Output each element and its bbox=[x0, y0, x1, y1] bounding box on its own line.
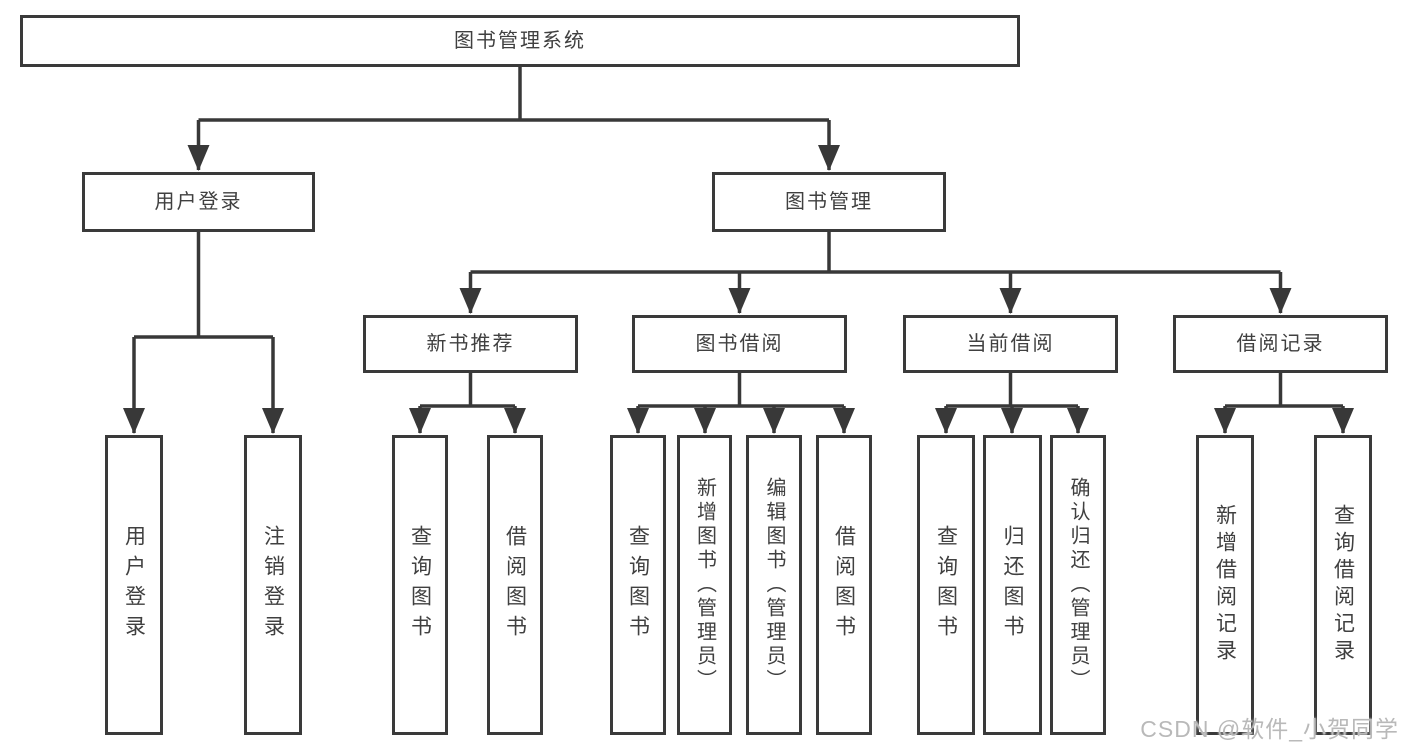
leaf-user-login: 用户登录 bbox=[105, 435, 163, 735]
leaf-borrow-books-recommend: 借阅图书 bbox=[487, 435, 543, 735]
leaf-confirm-return-admin: 确认归还（管理员） bbox=[1050, 435, 1106, 735]
leaf-query-borrow-record: 查询借阅记录 bbox=[1314, 435, 1372, 735]
leaf-borrow-books-borrowing: 借阅图书 bbox=[816, 435, 872, 735]
node-book-management: 图书管理 bbox=[712, 172, 946, 232]
node-borrowing-records: 借阅记录 bbox=[1173, 315, 1388, 373]
leaf-logout: 注销登录 bbox=[244, 435, 302, 735]
wire-book-management bbox=[459, 232, 1292, 314]
node-user-login: 用户登录 bbox=[82, 172, 315, 232]
leaf-query-books-recommend: 查询图书 bbox=[392, 435, 448, 735]
node-new-book-recommend: 新书推荐 bbox=[363, 315, 578, 373]
node-library-management-system: 图书管理系统 bbox=[20, 15, 1020, 67]
leaf-return-books: 归还图书 bbox=[983, 435, 1042, 735]
wire-book-borrowing bbox=[627, 373, 855, 434]
leaf-add-borrow-record: 新增借阅记录 bbox=[1196, 435, 1254, 735]
node-current-borrowing: 当前借阅 bbox=[903, 315, 1118, 373]
wire-root bbox=[187, 67, 840, 171]
wire-borrowing-records bbox=[1214, 373, 1354, 434]
wire-current-borrowing bbox=[935, 373, 1089, 434]
leaf-query-books-borrowing: 查询图书 bbox=[610, 435, 666, 735]
wire-new-book-recommend bbox=[409, 373, 526, 434]
node-book-borrowing: 图书借阅 bbox=[632, 315, 847, 373]
leaf-edit-books-admin: 编辑图书（管理员） bbox=[746, 435, 802, 735]
leaf-query-books-current: 查询图书 bbox=[917, 435, 975, 735]
leaf-add-books-admin: 新增图书（管理员） bbox=[677, 435, 732, 735]
csdn-watermark: CSDN @软件_小贺同学 bbox=[1140, 716, 1399, 742]
wire-user-login bbox=[123, 232, 284, 434]
